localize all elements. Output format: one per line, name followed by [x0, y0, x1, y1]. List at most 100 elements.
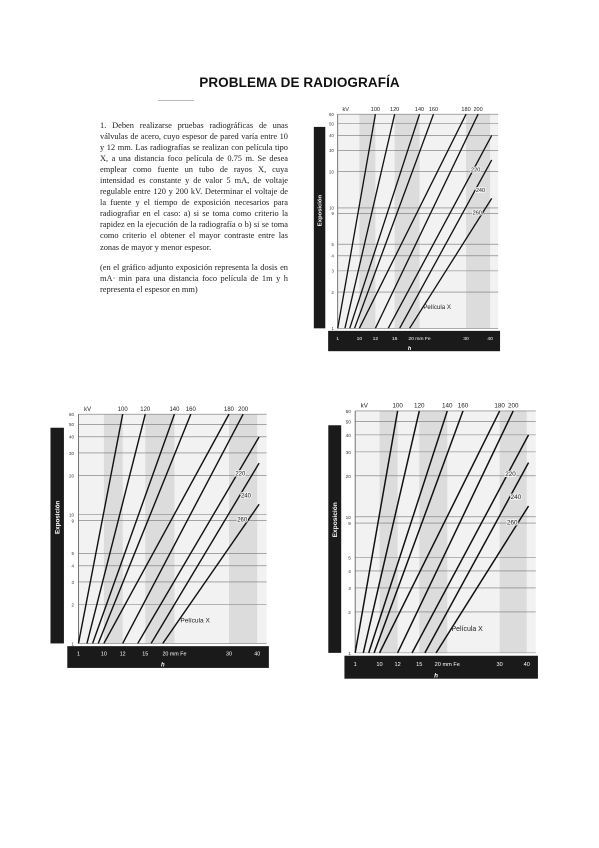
top-series-label: 120	[140, 407, 151, 413]
film-label: Película X	[423, 304, 451, 311]
x-tick-label: 10	[101, 652, 107, 658]
plot-band	[394, 114, 420, 329]
y-axis-label: Exposición	[54, 500, 61, 534]
kv-label: kV	[343, 107, 350, 113]
x-axis-label: h	[161, 663, 165, 669]
right-series-label: 260	[473, 211, 482, 217]
kv-label: kV	[84, 407, 91, 413]
x-tick-label: 12	[394, 662, 400, 668]
y-tick-label: 3	[348, 586, 351, 592]
x-tick-label: 30	[497, 662, 503, 668]
y-tick-label: 50	[346, 420, 352, 426]
film-label: Película X	[180, 618, 210, 625]
x-tick-label: 10	[376, 662, 382, 668]
series-line-100	[337, 114, 377, 329]
y-tick-label: 50	[329, 122, 334, 127]
chart-note: (en el gráfico adjunto exposición repres…	[100, 262, 288, 294]
series-line-200	[396, 410, 514, 654]
x-axis-label: h	[434, 672, 438, 679]
y-tick-label: 9	[332, 211, 335, 216]
y-tick-label: 50	[69, 422, 75, 427]
top-series-label: 180	[224, 407, 235, 413]
film-label: Película X	[452, 626, 484, 633]
y-tick-label: 10	[69, 512, 75, 517]
top-series-label: 100	[118, 407, 129, 413]
kv-label: kV	[361, 402, 369, 409]
y-tick-label: 60	[346, 409, 352, 415]
y-tick-label: 40	[69, 435, 75, 440]
y-tick-label: 9	[71, 518, 74, 523]
y-tick-label: 5	[348, 556, 351, 562]
plot-band	[103, 414, 123, 644]
x-tick-label: 12	[120, 652, 126, 658]
x-tick-label: 40	[254, 652, 260, 658]
x-axis-bar	[67, 646, 269, 668]
y-tick-label: 3	[71, 580, 74, 585]
y-tick-label: 1	[71, 641, 74, 646]
series-line-160	[97, 413, 192, 644]
right-series-label: 240	[511, 494, 522, 501]
series-line-160	[373, 410, 464, 654]
top-series-label: 200	[508, 402, 519, 409]
top-series-label: 200	[238, 407, 249, 413]
series-line-120	[362, 410, 421, 654]
y-tick-label: 30	[346, 450, 352, 456]
plot-band	[145, 414, 175, 644]
series-line-180	[378, 410, 501, 654]
plot-band	[229, 414, 258, 644]
y-tick-label: 10	[346, 515, 352, 521]
right-series-label: 260	[237, 518, 248, 524]
right-series-label: 240	[476, 188, 485, 194]
top-series-label: 140	[415, 107, 424, 113]
problem-statement: 1. Deben realizarse pruebas radiográfica…	[100, 120, 288, 295]
y-tick-label: 5	[332, 242, 335, 247]
y-tick-label: 5	[71, 551, 74, 556]
x-tick-label: 1	[336, 336, 339, 342]
plot-band	[466, 114, 491, 329]
y-tick-label: 20	[346, 474, 352, 480]
series-line-260	[409, 198, 493, 329]
series-line-220	[137, 436, 260, 644]
y-axis-bar	[313, 126, 326, 329]
right-series-label: 220	[235, 472, 246, 478]
x-tick-label: 30	[463, 336, 469, 342]
x-tick-label: 20 mm Fe	[435, 662, 460, 668]
y-tick-label: 9	[348, 521, 351, 527]
y-tick-label: 2	[348, 610, 351, 616]
right-series-label: 260	[507, 519, 518, 526]
series-line-200	[122, 413, 244, 644]
x-tick-label: 1	[354, 662, 357, 668]
series-line-120	[86, 413, 146, 644]
y-tick-label: 2	[332, 290, 335, 295]
series-line-140	[349, 114, 421, 329]
x-tick-label: 12	[373, 336, 379, 342]
x-tick-label: 30	[226, 652, 232, 658]
y-tick-label: 20	[69, 474, 75, 479]
series-line-180	[358, 113, 467, 329]
y-tick-label: 2	[71, 603, 74, 608]
top-series-label: 140	[442, 402, 453, 409]
series-line-160	[353, 113, 435, 329]
plot-band	[419, 410, 448, 653]
top-series-label: 200	[473, 107, 482, 113]
series-line-240	[150, 462, 260, 644]
x-tick-label: 10	[357, 336, 363, 342]
plot-band	[359, 114, 376, 329]
y-tick-label: 40	[329, 133, 334, 138]
y-tick-label: 60	[329, 112, 334, 117]
right-series-label: 220	[505, 471, 516, 478]
title-divider	[158, 100, 194, 101]
series-line-120	[344, 114, 396, 329]
top-series-label: 160	[186, 407, 197, 413]
y-tick-label: 1	[348, 651, 351, 657]
top-series-label: 100	[392, 402, 403, 409]
y-tick-label: 60	[69, 412, 75, 417]
y-tick-label: 40	[346, 433, 352, 439]
y-tick-label: 30	[329, 148, 334, 153]
series-line-260	[162, 503, 260, 644]
